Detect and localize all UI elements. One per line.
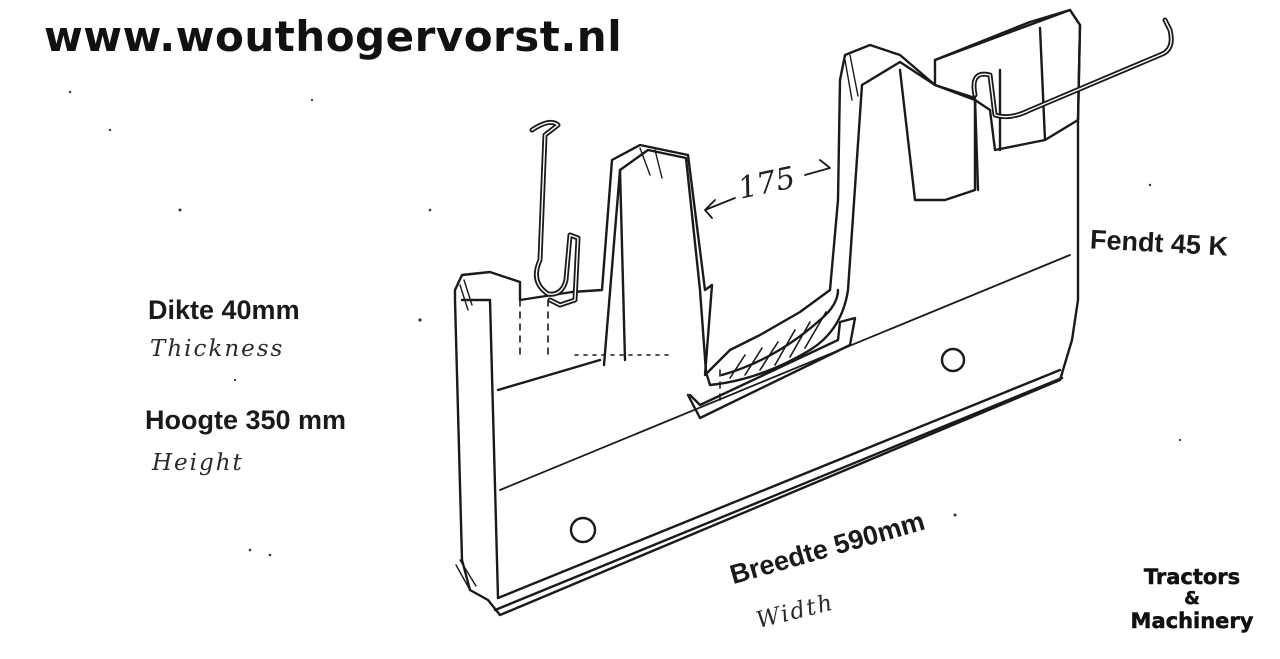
right-hook-inner bbox=[973, 19, 1172, 118]
edge-hatch bbox=[455, 54, 859, 591]
back-block bbox=[933, 8, 1082, 152]
height-handwritten: Height bbox=[152, 450, 244, 476]
dim-arrow-left bbox=[704, 197, 736, 219]
watermark-line-2: & bbox=[1184, 588, 1200, 610]
left-step bbox=[496, 358, 602, 392]
height-label: Hoogte 350 mm bbox=[145, 405, 347, 435]
left-tower bbox=[602, 148, 708, 374]
plate-outline bbox=[453, 8, 1082, 617]
slot-rail bbox=[686, 316, 857, 420]
hole-left bbox=[569, 516, 597, 544]
right-tower bbox=[860, 60, 977, 202]
back-block-inner bbox=[998, 26, 1047, 152]
watermark-logo: Tractors & Machinery bbox=[1112, 565, 1272, 633]
hole-right bbox=[940, 347, 966, 373]
left-hook-inner bbox=[531, 121, 579, 306]
watermark-line-1: Tractors bbox=[1143, 565, 1241, 589]
plate-front-edge bbox=[460, 298, 500, 600]
u-slot bbox=[704, 83, 864, 387]
model-label-clip: Fendt 45 K bbox=[1090, 228, 1258, 268]
u-slot-inner bbox=[720, 288, 840, 377]
site-url: www.wouthogervorst.nl bbox=[44, 12, 623, 61]
left-tower-face bbox=[618, 168, 627, 362]
ledge-line bbox=[499, 254, 1071, 491]
left-hook bbox=[529, 119, 581, 308]
thickness-label: Dikte 40mm bbox=[148, 295, 300, 325]
model-label: Fendt 45 K bbox=[1090, 228, 1229, 262]
hidden-line bbox=[519, 299, 721, 401]
plate-bottom-edge bbox=[496, 368, 1062, 600]
plate-bottom-lip bbox=[493, 376, 1064, 612]
watermark-line-3: Machinery bbox=[1130, 609, 1254, 633]
u-slot-hatch bbox=[729, 311, 827, 379]
right-tower-side bbox=[933, 83, 980, 192]
thickness-handwritten: Thickness bbox=[150, 336, 285, 362]
dim-arrow-right bbox=[804, 159, 831, 176]
